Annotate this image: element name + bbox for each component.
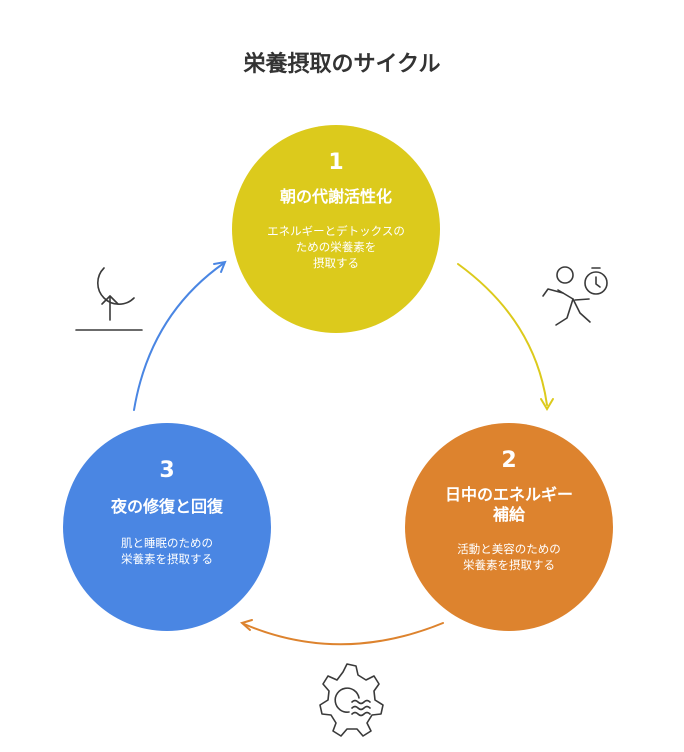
step-1-number: 1 — [328, 150, 344, 175]
sunrise-icon — [75, 267, 143, 331]
step-2-circle — [405, 423, 613, 631]
step-1-desc-line: 摂取する — [313, 256, 359, 270]
step-3-desc-line: 栄養素を摂取する — [121, 552, 213, 566]
arrow-3-to-1 — [133, 260, 227, 411]
step-2-title-line: 日中のエネルギー — [444, 485, 573, 504]
gear-heat-icon — [319, 663, 384, 737]
step-1-circle — [232, 125, 440, 333]
step-3-text: 3 夜の修復と回復 肌と睡眠のための 栄養素を摂取する — [67, 458, 267, 567]
step-3-title: 夜の修復と回復 — [110, 497, 223, 516]
arrow-1-to-2 — [457, 263, 554, 411]
step-2-title-line: 補給 — [492, 505, 525, 524]
step-3-desc-line: 肌と睡眠のための — [121, 536, 213, 550]
step-1-title: 朝の代謝活性化 — [279, 187, 392, 206]
running-stopwatch-icon — [542, 266, 608, 326]
step-1-desc-line: ための栄養素を — [295, 240, 377, 254]
step-2-desc-line: 栄養素を摂取する — [463, 558, 555, 572]
step-1-text: 1 朝の代謝活性化 エネルギーとデトックスの ための栄養素を 摂取する — [236, 150, 436, 271]
step-2-number: 2 — [501, 448, 517, 473]
step-3-circle — [63, 423, 271, 631]
step-3-number: 3 — [159, 458, 175, 483]
diagram-title: 栄養摂取のサイクル — [243, 52, 441, 77]
step-1-desc-line: エネルギーとデトックスの — [267, 224, 405, 238]
step-2-text: 2 日中のエネルギー 補給 活動と美容のための 栄養素を摂取する — [409, 448, 609, 573]
arrow-2-to-3 — [239, 619, 444, 646]
step-2-desc-line: 活動と美容のための — [457, 542, 561, 556]
